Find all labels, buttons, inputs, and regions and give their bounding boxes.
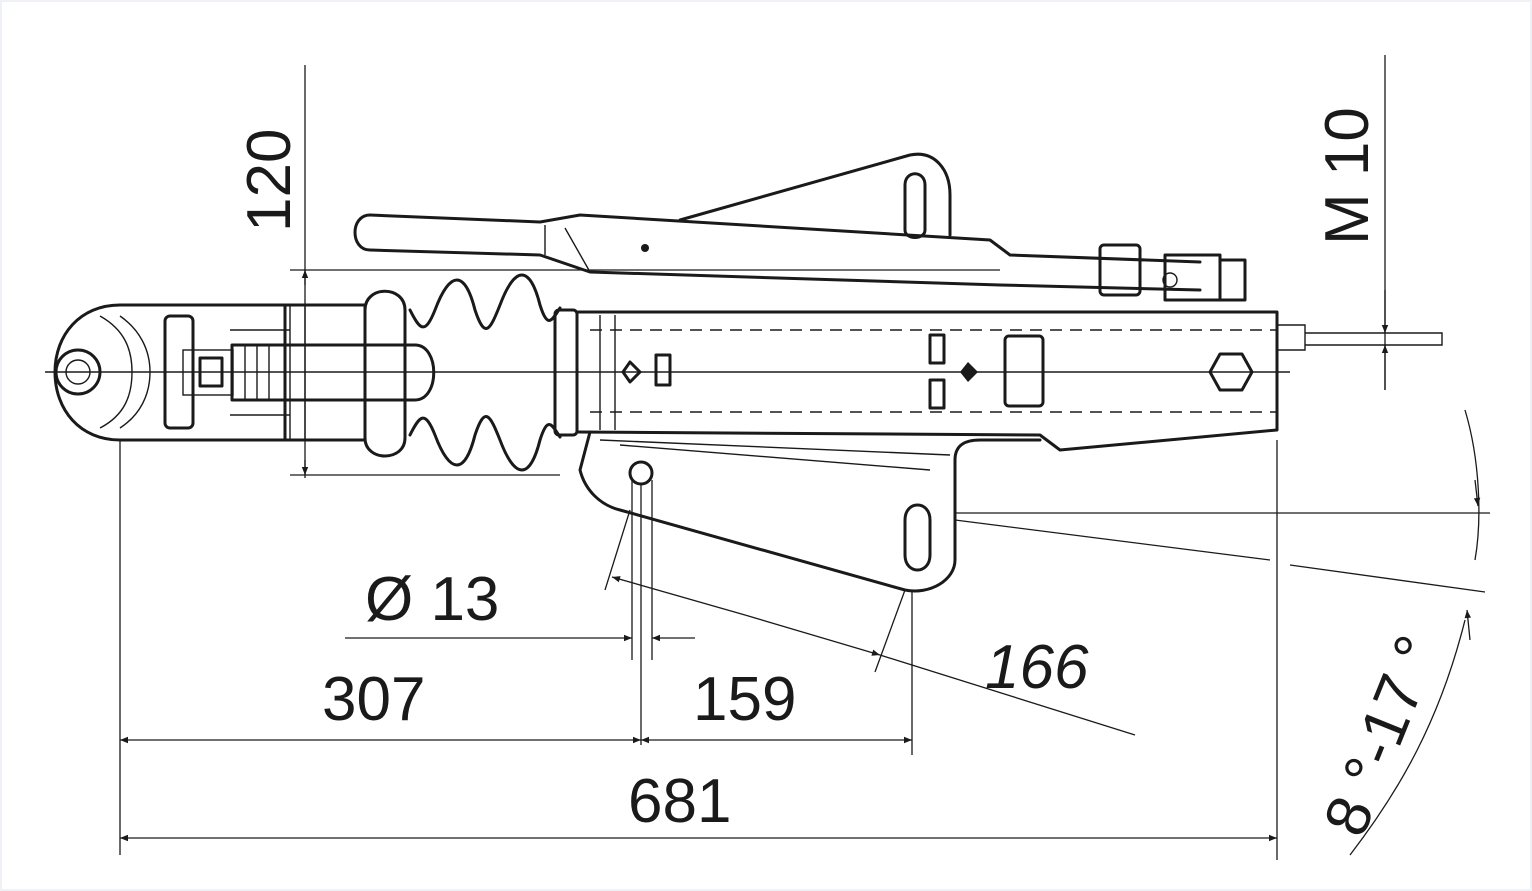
hand-brake-lever: [353, 152, 1247, 302]
dim-chain: 307 159: [119, 440, 913, 855]
dim-hole-spacing-label: 159: [693, 665, 796, 734]
dim-hole-diameter: Ø 13: [345, 480, 695, 660]
dim-slot-spacing: 166: [604, 509, 1136, 736]
drawbar-pin: [230, 289, 436, 458]
dim-ball-to-hole-label: 307: [322, 665, 425, 734]
dim-overall-label: 681: [628, 767, 731, 836]
housing-tube: [576, 310, 1443, 452]
dim-overall: 681: [120, 440, 1278, 860]
dim-slot-spacing-label: 166: [985, 633, 1089, 702]
dim-height: 120: [235, 65, 1000, 478]
dim-angle-label: 8 °-17 °: [1311, 626, 1453, 845]
mounting-flange: [578, 430, 1042, 593]
dim-hole-diameter-label: Ø 13: [365, 565, 499, 634]
dim-thread: M 10: [1313, 55, 1389, 390]
dim-height-label: 120: [235, 129, 304, 232]
dim-thread-label: M 10: [1313, 107, 1382, 245]
